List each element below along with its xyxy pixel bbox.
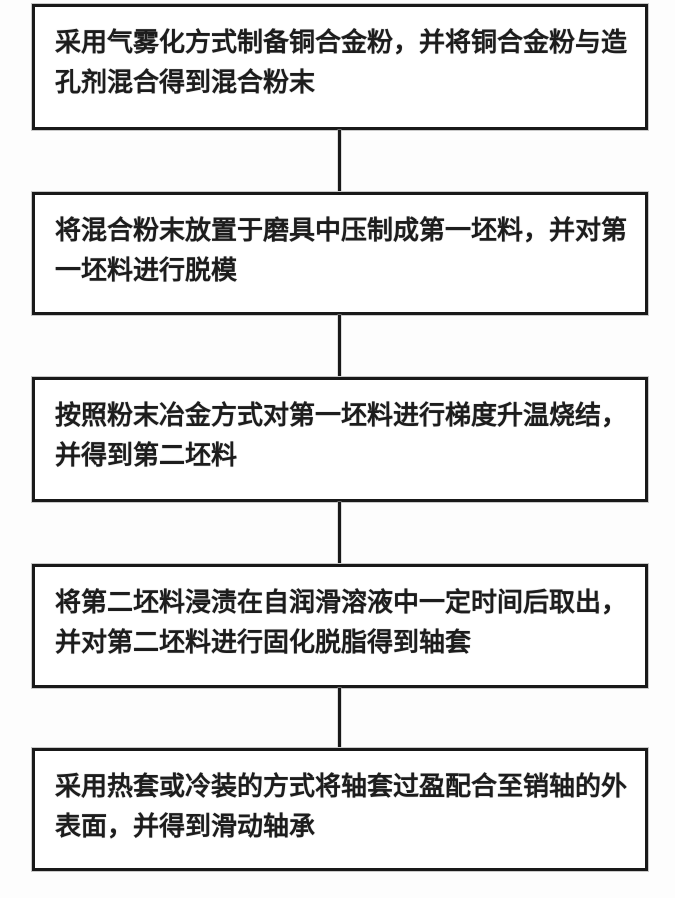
flow-step-5-text: 采用热套或冷装的方式将轴套过盈配合至销轴的外 表面，并得到滑动轴承 xyxy=(55,772,628,842)
connector-line-3-4 xyxy=(338,502,341,564)
flow-step-3-box: 按照粉末冶金方式对第一坯料进行梯度升温烧结， 并得到第二坯料 xyxy=(32,377,648,502)
flow-step-4-box: 将第二坯料浸渍在自润滑溶液中一定时间后取出， 并对第二坯料进行固化脱脂得到轴套 xyxy=(32,564,648,688)
connector-line-4-5 xyxy=(338,688,341,748)
flow-step-4-text: 将第二坯料浸渍在自润滑溶液中一定时间后取出， 并对第二坯料进行固化脱脂得到轴套 xyxy=(55,588,628,658)
flow-step-1-text: 采用气雾化方式制备铜合金粉，并将铜合金粉与造 孔剂混合得到混合粉末 xyxy=(55,28,628,98)
connector-line-1-2 xyxy=(338,130,341,192)
connector-line-2-3 xyxy=(338,315,341,377)
flow-step-3-text: 按照粉末冶金方式对第一坯料进行梯度升温烧结， 并得到第二坯料 xyxy=(55,401,628,471)
flow-step-2-box: 将混合粉末放置于磨具中压制成第一坯料，并对第 一坯料进行脱模 xyxy=(32,192,648,315)
flow-step-2-text: 将混合粉末放置于磨具中压制成第一坯料，并对第 一坯料进行脱模 xyxy=(55,216,628,286)
flow-step-5-box: 采用热套或冷装的方式将轴套过盈配合至销轴的外 表面，并得到滑动轴承 xyxy=(32,748,648,871)
flow-step-1-box: 采用气雾化方式制备铜合金粉，并将铜合金粉与造 孔剂混合得到混合粉末 xyxy=(32,4,648,130)
